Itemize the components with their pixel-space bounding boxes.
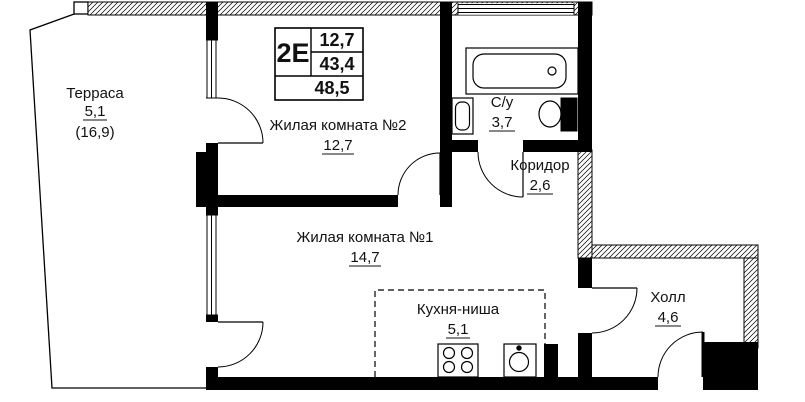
bathtub-icon	[465, 47, 579, 95]
washbasin-icon	[451, 97, 474, 135]
room-labels: Терраса 5,1 (16,9) Жилая комната №2 12,7…	[66, 85, 686, 339]
corridor-label: Коридор 2,6	[510, 157, 570, 195]
solid-walls	[196, 2, 758, 390]
stove-icon	[437, 343, 479, 378]
room2-area: 12,7	[323, 137, 352, 154]
hall-name: Холл	[650, 289, 685, 306]
left-wall-segment	[206, 143, 218, 215]
legend-value-1: 12,7	[319, 30, 354, 50]
kitchen-niche-boundary	[374, 289, 546, 377]
room1-name: Жилая комната №1	[297, 229, 434, 246]
terrace-window-lower	[206, 214, 218, 316]
bathroom-door	[477, 151, 524, 198]
room2-room1-wall	[218, 195, 398, 207]
kitchen-label: Кухня-ниша 5,1	[417, 301, 500, 339]
entry-pilaster	[703, 342, 758, 390]
room2-bathroom-wall	[440, 2, 452, 207]
hall-bottom-wall	[592, 377, 658, 390]
wall-hatch-lines	[577, 149, 593, 259]
bathroom-window	[457, 3, 575, 15]
hall-divider-wall	[578, 258, 592, 288]
left-wall-segment	[206, 2, 218, 40]
hall-area: 4,6	[658, 309, 679, 326]
room2-door	[397, 152, 441, 196]
right-wall-lower	[577, 149, 593, 259]
hall-divider-wall	[578, 333, 592, 390]
terrace-label: Терраса 5,1 (16,9)	[66, 85, 124, 141]
kitchen-name: Кухня-ниша	[417, 301, 500, 318]
wall-hatch-lines	[743, 257, 759, 349]
terrace-door-upper	[217, 97, 264, 144]
hall-door	[591, 287, 638, 334]
legend-value-3: 48,5	[314, 78, 349, 98]
doors	[217, 97, 705, 378]
bottom-wall	[206, 377, 592, 390]
corridor-name: Коридор	[510, 157, 569, 174]
wall-hatch-lines	[591, 244, 759, 259]
legend-value-2: 43,4	[319, 54, 354, 74]
terrace-area: 5,1	[85, 103, 106, 120]
bathroom-south-wall	[523, 140, 592, 152]
left-wall-pier	[196, 152, 206, 207]
terrace-window-upper	[206, 39, 218, 99]
terrace-area-total: (16,9)	[75, 124, 114, 141]
bathroom-area: 3,7	[492, 114, 513, 131]
terrace-name: Терраса	[66, 85, 124, 102]
terrace-door-lower	[217, 321, 264, 368]
terrace-notch	[73, 1, 89, 15]
room1-label: Жилая комната №1 14,7	[297, 229, 434, 267]
kitchen-cabinet	[544, 344, 558, 377]
kitchen-sink-icon	[503, 343, 537, 378]
room2-label: Жилая комната №2 12,7	[270, 117, 407, 155]
left-wall-segment	[206, 315, 218, 322]
entrance-door	[657, 331, 705, 378]
windows	[206, 3, 575, 316]
room1-area: 14,7	[350, 249, 379, 266]
kitchen-area: 5,1	[448, 321, 469, 338]
terrace-outline	[29, 1, 206, 389]
apartment-type-label: 2Е	[276, 38, 309, 68]
bathroom-name: С/у	[491, 94, 514, 111]
toilet-icon	[538, 97, 578, 132]
room2-name: Жилая комната №2	[270, 117, 407, 134]
fixtures	[437, 47, 579, 378]
hall-label: Холл 4,6	[650, 289, 686, 327]
title-block-frame	[274, 27, 364, 101]
right-wall-upper	[578, 2, 592, 150]
terrace-boundary	[29, 8, 206, 389]
title-block: 2Е 12,7 43,4 48,5	[274, 27, 364, 101]
bathroom-label: С/у 3,7	[489, 94, 515, 132]
corridor-area: 2,6	[530, 177, 551, 194]
bathroom-south-wall	[452, 140, 478, 152]
